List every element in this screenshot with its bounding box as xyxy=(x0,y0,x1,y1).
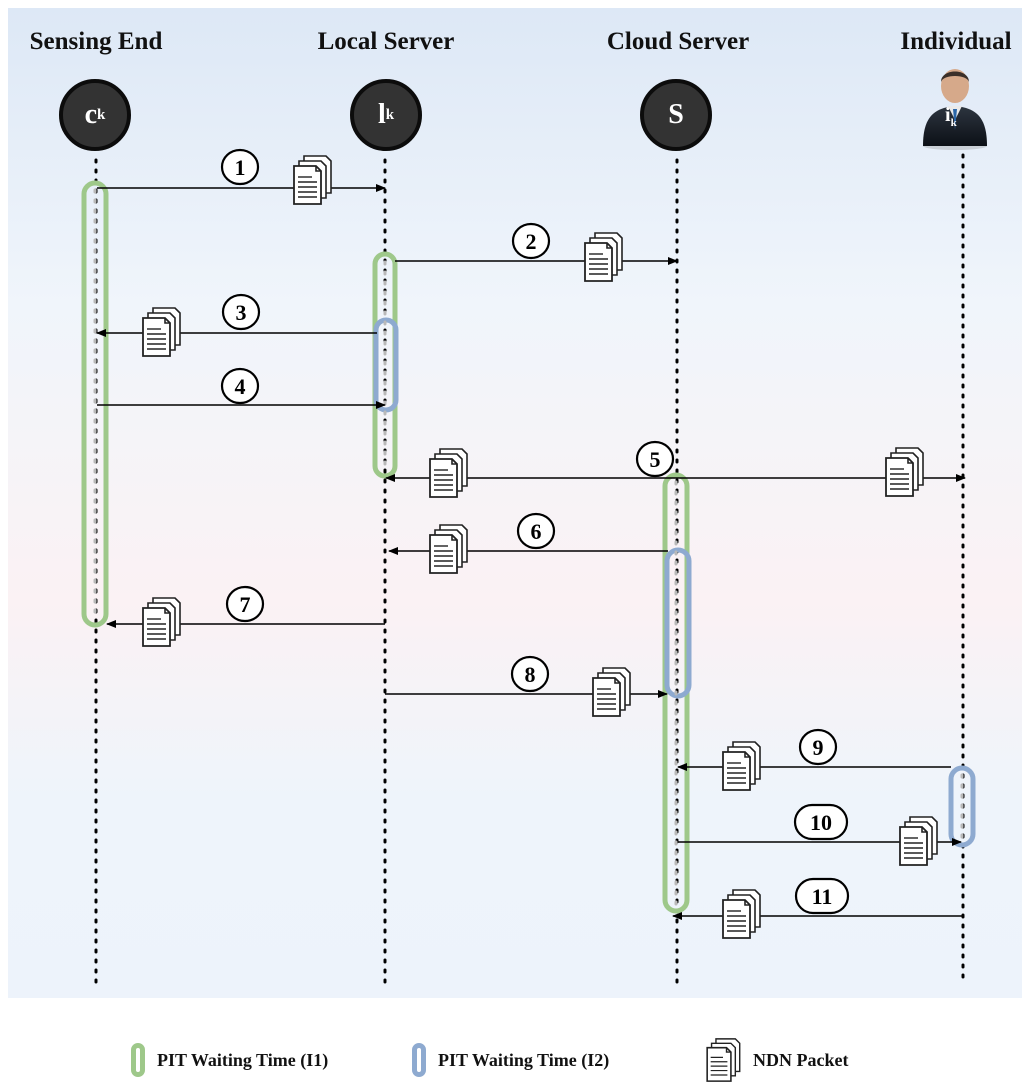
node-sensing-end-label: c xyxy=(85,99,97,131)
step-10-label: 10 xyxy=(810,810,832,835)
step-5-label: 5 xyxy=(650,447,661,472)
legend-ndn-packet: NDN Packet xyxy=(705,1040,848,1080)
step-1-label: 1 xyxy=(235,155,246,180)
node-sensing-end-subscript: k xyxy=(97,107,105,124)
step-2-label: 2 xyxy=(526,229,537,254)
legend-ndn-packet-label: NDN Packet xyxy=(753,1050,848,1071)
step-4-label: 4 xyxy=(235,374,246,399)
legend-pit-i1: PIT Waiting Time (I1) xyxy=(131,1040,328,1080)
legend-pit-i2-swatch xyxy=(412,1043,426,1077)
legend-pit-i1-swatch xyxy=(131,1043,145,1077)
node-cloud-server-label: S xyxy=(668,99,684,131)
step-11-label: 11 xyxy=(812,884,833,909)
node-cloud-server: S xyxy=(640,79,712,151)
step-6-label: 6 xyxy=(531,519,542,544)
legend-pit-i2: PIT Waiting Time (I2) xyxy=(412,1040,609,1080)
person-label-subscript: k xyxy=(951,117,957,129)
step-8-label: 8 xyxy=(525,662,536,687)
legend-pit-i2-label: PIT Waiting Time (I2) xyxy=(438,1050,609,1071)
node-local-server-label: l xyxy=(378,99,386,131)
legend-pit-i1-label: PIT Waiting Time (I1) xyxy=(157,1050,328,1071)
step-3-label: 3 xyxy=(236,300,247,325)
ndn-packet-icon xyxy=(705,1038,741,1082)
node-local-server-subscript: k xyxy=(386,107,394,124)
person-label: ik xyxy=(945,104,957,129)
step-7-label: 7 xyxy=(240,592,251,617)
step-9-label: 9 xyxy=(813,735,824,760)
